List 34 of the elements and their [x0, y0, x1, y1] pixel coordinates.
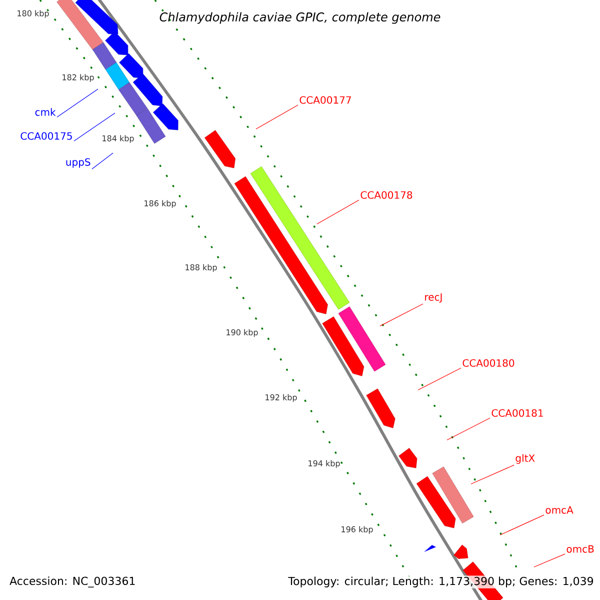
- leader-line: [380, 304, 424, 326]
- gene-label: omcB: [566, 545, 594, 553]
- gene-label: CCA00181: [492, 409, 543, 417]
- gene-label: CCA00175: [20, 132, 72, 140]
- gene-label: cmk: [35, 108, 56, 116]
- gene-label: CCA00180: [462, 359, 514, 367]
- gene-label: uppS: [66, 158, 90, 168]
- leader-line: [92, 152, 114, 170]
- leader-line: [500, 514, 544, 536]
- leader-line: [534, 554, 566, 568]
- tick-label: 192 kbp: [266, 394, 297, 402]
- leader-line: [74, 112, 116, 142]
- leader-line: [446, 418, 490, 440]
- tick-label: 196 kbp: [342, 526, 373, 534]
- tick-label: 180 kbp: [18, 10, 49, 18]
- tick-label: 190 kbp: [226, 329, 258, 337]
- leader-line: [470, 464, 514, 484]
- leader-line: [316, 200, 360, 224]
- tick-label: 182 kbp: [62, 74, 94, 82]
- gene-label: recJ: [425, 293, 442, 303]
- gene-label: omcA: [546, 506, 574, 514]
- genome-info-text: Topology: circular; Length: 1,173,390 bp; Genes: 1,039: [287, 576, 595, 588]
- tick-label: 194 kbp: [308, 460, 340, 468]
- tick-label: 186 kbp: [144, 200, 176, 208]
- accession-text: Accession: NC_003361: [10, 576, 135, 588]
- title: Chlamydophila caviae GPIC, complete genome: [160, 12, 440, 24]
- gene-label: CCA00177: [300, 96, 351, 104]
- gene-label: CCA00178: [360, 191, 412, 199]
- leader-line: [56, 88, 98, 118]
- leader-line: [256, 104, 298, 130]
- gene-label: gltX: [516, 454, 535, 464]
- leader-line: [418, 368, 462, 390]
- tick-label: 188 kbp: [186, 264, 217, 272]
- tick-label: 184 kbp: [102, 135, 134, 143]
